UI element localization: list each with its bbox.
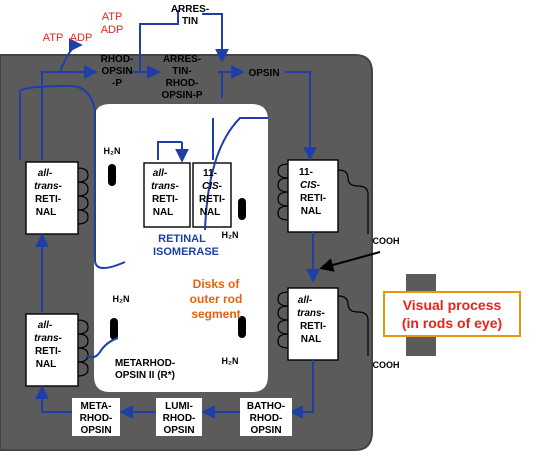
right-cis-line2: CIS- [300, 180, 321, 191]
all-trans-retinal-box-left-top [25, 161, 79, 235]
callout-line2: (in rods of eye) [402, 315, 502, 331]
batho-bg [240, 398, 292, 436]
rhodopsin-p-line2: OPSIN [101, 66, 132, 77]
center-all-line2: trans- [151, 181, 179, 192]
h2n-label-bottom-right: H₂N [222, 356, 239, 366]
center-cis-line3: RETI- [199, 194, 225, 205]
atp-label-top: ATP [102, 11, 123, 23]
retinal-bar-right [238, 316, 246, 338]
isomerase-line2: ISOMERASE [153, 246, 219, 258]
lumi-line2: RHOD- [163, 413, 196, 424]
rhodopsin-p-line1: RHOD- [101, 54, 134, 65]
helix-group-right-top [277, 163, 289, 221]
batho-line2: RHOD- [250, 413, 283, 424]
center-all-line1: all- [153, 168, 168, 179]
metarhodopsin2-line1: METARHOD- [115, 358, 175, 369]
left-top-line1: all- [38, 168, 53, 179]
flow-arrows [19, 10, 320, 419]
helix-group-right-bottom [277, 291, 289, 349]
batho-line1: BATHO- [247, 401, 285, 412]
all-trans-retinal-box-left-bottom [25, 313, 79, 387]
meta-line3: OPSIN [80, 425, 111, 436]
lumi-line1: LUMI- [165, 401, 193, 412]
all-trans-retinal-box-right [287, 287, 339, 361]
left-top-line3: RETI- [35, 194, 61, 205]
center-cis-line1: 11- [203, 168, 217, 179]
callout-line1: Visual process [403, 297, 502, 313]
center-cis-line2: CIS- [202, 181, 223, 192]
opsin-label: OPSIN [248, 68, 279, 79]
callout-pointer-arrow [319, 251, 381, 272]
atp-label: ATP [43, 32, 64, 44]
arrestin-complex-line2: TIN- [172, 66, 191, 77]
h2n-label-top-left: H₂N [104, 146, 121, 156]
disks-line2: outer rod [190, 292, 243, 306]
isomerase-line1: RETINAL [158, 233, 206, 245]
rhodopsin-p-line3: -P [112, 78, 122, 89]
left-top-line4: NAL [36, 207, 57, 218]
arrestin-complex-line4: OPSIN-P [161, 90, 202, 101]
left-bottom-line2: trans- [34, 333, 62, 344]
arrestin-complex-line1: ARRES- [163, 54, 201, 65]
11-cis-retinal-box-right [287, 159, 339, 233]
h2n-label-center: H₂N [222, 230, 239, 240]
h2n-label-bottom-left: H₂N [113, 294, 130, 304]
helix-group-left-top [77, 167, 89, 225]
arrestin-label-line1: ARRES- [171, 4, 209, 15]
callout-box [383, 291, 521, 337]
meta-line1: META- [81, 401, 112, 412]
lumi-bg [156, 398, 202, 436]
right-cis-line1: 11- [299, 167, 313, 178]
retinal-bar-left-top [108, 164, 116, 186]
meta-bg [72, 398, 120, 436]
adp-label-top: ADP [101, 24, 124, 36]
center-cis-line4: NAL [200, 207, 221, 218]
meta-line2: RHOD- [80, 413, 113, 424]
left-bottom-line3: RETI- [35, 346, 61, 357]
disks-line3: segment [191, 307, 240, 321]
retinal-bar-left-bottom [110, 318, 118, 340]
retinal-bar-center [238, 198, 246, 220]
left-bottom-line4: NAL [36, 359, 57, 370]
arrestin-label-line2: TIN [182, 16, 198, 27]
lumi-line3: OPSIN [163, 425, 194, 436]
left-top-line2: trans- [34, 181, 62, 192]
cooh-label-bottom: COOH [373, 360, 400, 370]
cooh-label-top: COOH [373, 236, 400, 246]
center-all-line4: NAL [153, 207, 174, 218]
right-all-line3: RETI- [300, 321, 326, 332]
batho-line3: OPSIN [250, 425, 281, 436]
metarhodopsin2-line2: OPSIN II (R*) [115, 370, 175, 381]
c-terminal-tail-bottom [337, 295, 369, 356]
center-all-line3: RETI- [152, 194, 178, 205]
c-terminal-tail-top [337, 169, 369, 234]
helix-group-left-bottom [77, 319, 89, 377]
all-trans-retinal-box-center [143, 162, 191, 228]
left-bottom-line1: all- [38, 320, 53, 331]
right-cis-line4: NAL [301, 206, 322, 217]
right-all-line1: all- [298, 295, 313, 306]
arrestin-complex-line3: RHOD- [166, 78, 199, 89]
disks-line1: Disks of [193, 277, 241, 291]
adp-label: ADP [70, 32, 93, 44]
right-all-line4: NAL [301, 334, 322, 345]
right-cis-line3: RETI- [300, 193, 326, 204]
right-all-line2: trans- [297, 308, 325, 319]
